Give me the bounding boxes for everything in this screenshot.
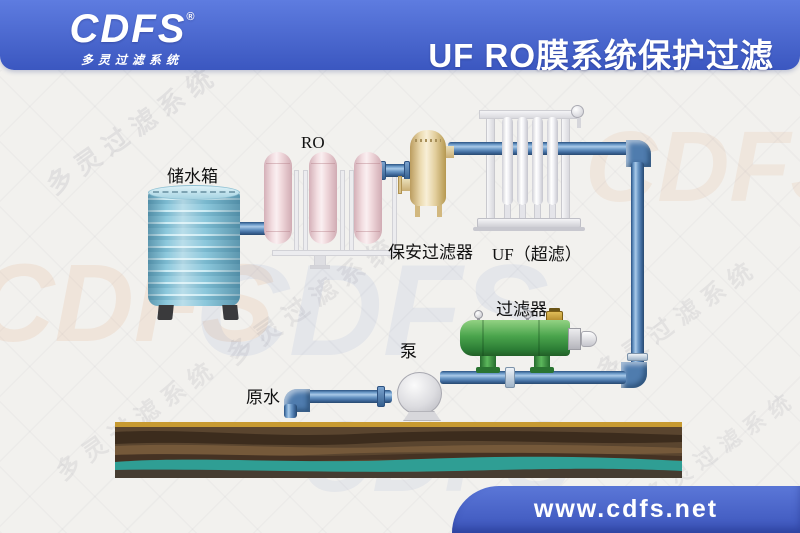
filter-end-tip [581,331,597,347]
ro-interconnect-pipe [340,170,345,254]
filter-leg-flange [476,367,500,373]
label-security-filter: 保安过滤器 [388,243,473,262]
label-storage-tank: 储水箱 [167,167,218,186]
brand-wordmark: CDFS® [42,8,222,50]
pressure-gauge-icon [474,310,483,319]
security-filter-left-flange [398,176,402,194]
header-bar: CDFS® 多灵过滤系统 UF RO膜系统保护过滤 [0,0,800,74]
storage-tank-rim [153,191,235,193]
tank-foot [157,305,174,320]
pipe-rawwater-to-pump [300,390,392,403]
ro-vessel-1 [264,152,292,244]
brand-subtitle: 多灵过滤系统 [80,53,183,67]
ro-vessel-2 [309,152,337,244]
filter-leg [480,352,496,370]
page-title: UF RO膜系统保护过滤 [428,37,774,74]
pipe-tank-to-ro [236,222,268,235]
pipe-rawwater-stub [284,404,297,418]
ro-bottom-manifold [272,250,396,256]
pump [397,372,442,415]
label-ro: RO [301,133,325,152]
pressure-gauge-icon [571,105,584,118]
footer-ribbon: www.cdfs.net [452,486,800,533]
filter-end-cap [568,328,581,350]
disc-filter-body [460,320,570,356]
storage-tank [148,192,240,306]
pipe-coupling [505,367,515,388]
label-filter: 过滤器 [496,300,547,319]
brand-text: CDFS [69,7,187,51]
pipe-coupling [627,353,648,361]
pipe-right-riser [631,162,644,366]
label-raw-water: 原水 [246,388,280,407]
brass-valve-handle [549,308,560,312]
uf-membrane-tube [547,117,558,205]
uf-frame-post [561,112,570,220]
uf-membrane-tube [532,117,543,205]
website-url: www.cdfs.net [533,495,719,523]
label-uf: UF（超滤） [492,245,582,264]
ro-vessel-3 [354,152,382,244]
ro-interconnect-pipe [303,170,308,254]
pump-inlet-flange [377,386,385,407]
ro-interconnect-pipe [294,170,299,254]
ground-strata [115,422,682,478]
filter-leg [534,352,550,370]
uf-frame-crossbar [479,110,577,119]
pressure-gauge-icon [523,310,532,319]
label-pump: 泵 [400,342,417,361]
uf-membrane-tube [502,117,513,205]
pipe-bottom-main [440,371,626,384]
security-filter-right-nozzle [444,146,454,158]
uf-base-plinth [473,227,585,231]
filter-leg-flange [530,367,554,373]
ro-drain-foot [310,265,330,269]
security-filter-vessel [410,130,446,206]
brand-logo: CDFS® 多灵过滤系统 [42,8,222,68]
uf-frame-post [486,112,495,220]
registered-mark: ® [186,11,195,23]
tank-foot [222,305,239,320]
uf-gauge-stem [577,118,581,128]
uf-membrane-tube [517,117,528,205]
security-filter-left-nozzle [400,179,412,191]
security-filter-leg [437,203,442,217]
security-filter-leg [415,203,420,217]
